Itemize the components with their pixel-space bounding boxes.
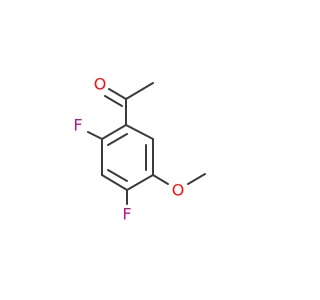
- bond-c3-c4: [101, 174, 128, 191]
- bond-o-methyl: [187, 173, 206, 185]
- bond-c6-c1: [125, 124, 154, 140]
- molecule-diagram: O F F O: [69, 74, 206, 224]
- fluorine-4-atom: F: [118, 205, 136, 224]
- bonds: [87, 82, 206, 205]
- atoms: O F F O: [69, 75, 187, 224]
- fluorine-2-atom: F: [69, 116, 87, 135]
- atom-label-f-4: F: [122, 205, 131, 224]
- bond-c3-c4-inner: [107, 169, 128, 182]
- bond-c5-o: [152, 174, 169, 185]
- atom-label-o-carbonyl: O: [94, 75, 107, 94]
- oxygen-carbonyl-atom: O: [91, 75, 109, 94]
- atom-label-o-methoxy: O: [172, 181, 185, 200]
- bond-carbonyl-methyl: [125, 82, 154, 100]
- bond-c4-c5: [126, 174, 154, 191]
- bond-carbonyl-o-double: [104, 95, 123, 107]
- bond-c1-c2-inner: [107, 133, 128, 146]
- oxygen-methoxy-atom: O: [169, 181, 187, 200]
- bond-carbonyl-o: [108, 88, 127, 100]
- bond-c1-c2: [101, 124, 127, 140]
- atom-label-f-2: F: [73, 116, 82, 135]
- bond-c2-f: [87, 131, 103, 140]
